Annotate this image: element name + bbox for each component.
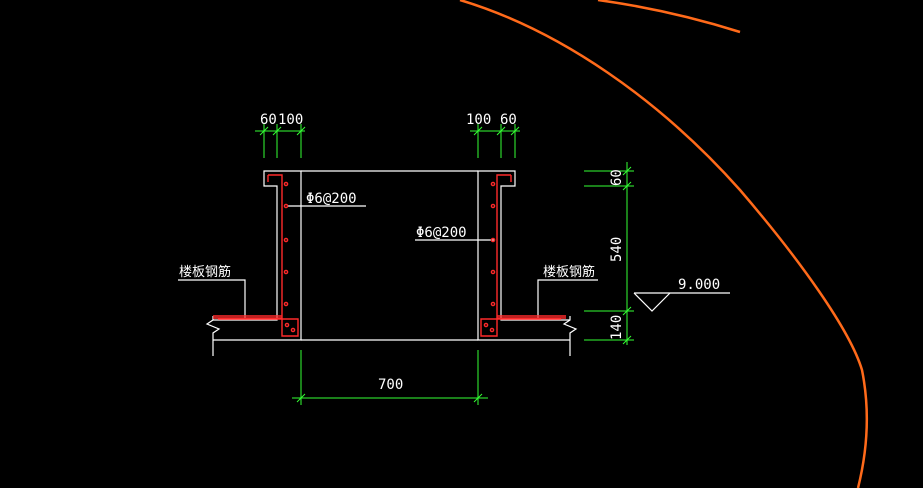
rebar-dot [290,327,296,333]
dimension-lines [255,124,634,405]
right-break-mark [562,316,578,356]
rebar [213,174,566,337]
right-wall-outline [477,170,570,341]
rebar-dot [490,237,496,243]
slab-rebar-label-left: 楼板钢筋 [179,264,231,280]
left-wall-outline [213,170,302,341]
dim-v-540: 540 [609,237,625,262]
dim-left-60: 60 [260,112,277,128]
rebar-dot [490,181,496,187]
elevation-value: 9.000 [678,277,720,293]
rebar-dot [283,181,289,187]
dim-700: 700 [378,377,403,393]
rebar-dot [283,269,289,275]
left-wall-rebar [213,174,299,337]
rebar-dot [490,301,496,307]
right-wall-rebar [480,174,566,337]
dim-right-100: 100 [466,112,491,128]
left-break-mark [205,316,221,356]
rebar-dot [283,301,289,307]
slab-rebar-label-right: 楼板钢筋 [543,264,595,280]
dim-v-140: 140 [609,315,625,340]
rebar-dot [490,203,496,209]
rebar-spec-left: Φ6@200 [306,191,357,207]
background-arcs [459,0,869,488]
rebar-dot [490,269,496,275]
dim-v-60: 60 [609,169,625,186]
leader-slab-right [537,279,598,318]
leader-slab-left [178,279,246,318]
dim-left-100: 100 [278,112,303,128]
rebar-spec-right: Φ6@200 [416,225,467,241]
rebar-dot [283,203,289,209]
outer-arc [459,0,869,488]
rebar-dot [489,327,495,333]
rebar-dot [283,237,289,243]
rebar-dot [284,322,290,328]
elevation-marker [633,292,730,312]
dimension-text: 60 100 100 60 700 60 540 140 9.000 [260,112,720,393]
dim-right-60: 60 [500,112,517,128]
top-arc [597,0,741,34]
concrete-outline [178,170,598,356]
rebar-dot [483,322,489,328]
annotation-text: Φ6@200 Φ6@200 楼板钢筋 楼板钢筋 [179,191,595,280]
